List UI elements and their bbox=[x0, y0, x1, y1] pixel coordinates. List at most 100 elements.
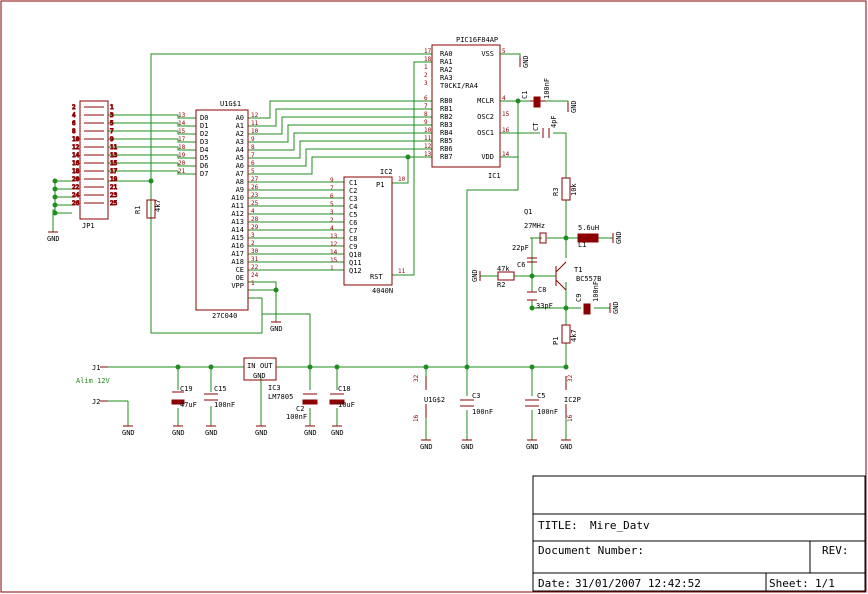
c18-value: 10uF bbox=[338, 401, 355, 409]
ic2-pin: C5 bbox=[349, 211, 357, 219]
ic1-pin-num: 16 bbox=[502, 127, 510, 134]
ic2-pin: C3 bbox=[349, 195, 357, 203]
power-connectors bbox=[100, 366, 108, 402]
ic2-pin-num: 3 bbox=[330, 209, 334, 216]
u1-addr-pin: A10 bbox=[231, 194, 244, 202]
jp1-pin-num: 11 bbox=[110, 144, 118, 151]
u1-pin-num: 31 bbox=[251, 256, 259, 263]
c15-name: C15 bbox=[214, 385, 227, 393]
gnd-label: GND bbox=[522, 55, 530, 68]
jp1-pin-num: 4 bbox=[72, 112, 76, 119]
u1-pin-num: 24 bbox=[251, 272, 259, 279]
c3-name: C3 bbox=[472, 392, 480, 400]
c6-value: 22pF bbox=[512, 244, 529, 252]
date-value: 31/01/2007 12:42:52 bbox=[575, 577, 701, 590]
title-block: TITLE: Mire_Datv Document Number: REV: D… bbox=[532, 475, 866, 592]
ic2-pin: C9 bbox=[349, 243, 357, 251]
ic1-rb-pin: RB2 bbox=[440, 113, 453, 121]
u1-pin-num: 10 bbox=[251, 128, 259, 135]
u1-part: 27C040 bbox=[212, 312, 237, 320]
gnd-label: GND bbox=[420, 443, 433, 451]
ic2-pin-num: 2 bbox=[330, 217, 334, 224]
u1g2-label: U1G$2 bbox=[424, 396, 445, 404]
rev-label: REV: bbox=[822, 544, 849, 557]
c2-name: C2 bbox=[296, 405, 304, 413]
c18-name: C18 bbox=[338, 385, 351, 393]
u1-pin-num: 5 bbox=[251, 168, 255, 175]
jp1-pin-num: 2 bbox=[72, 104, 76, 111]
jp1-pin-num: 3 bbox=[110, 112, 114, 119]
ic1-rb-pin: RB1 bbox=[440, 105, 453, 113]
gnd-label: GND bbox=[612, 301, 620, 314]
ic3-in: IN bbox=[247, 362, 255, 370]
u1-pin-num: 14 bbox=[178, 120, 186, 127]
r1-name: R1 bbox=[134, 206, 142, 214]
ic1-pin-num: 6 bbox=[424, 95, 428, 102]
c1-name: C1 bbox=[521, 91, 529, 99]
ic2-pin: C2 bbox=[349, 187, 357, 195]
u1-pin-num: 20 bbox=[178, 160, 186, 167]
junctions bbox=[52, 98, 569, 370]
ic1-pin-num: 9 bbox=[424, 119, 428, 126]
u1-addr-pin: A6 bbox=[236, 162, 244, 170]
q1-value: 27MHz bbox=[524, 222, 545, 230]
sheet-label: Sheet: bbox=[769, 577, 809, 590]
title-label: TITLE: bbox=[538, 519, 578, 532]
ic2-pin-num: 7 bbox=[330, 185, 334, 192]
ic1-pin-num: 1 bbox=[424, 64, 428, 71]
ic1-right-pin: OSC1 bbox=[477, 129, 494, 137]
c3-value: 100nF bbox=[472, 408, 493, 416]
u1-addr-pin: A16 bbox=[231, 242, 244, 250]
u1-pin-num: 4 bbox=[251, 208, 255, 215]
ic2-pin-num: 5 bbox=[330, 201, 334, 208]
ic1-right-pin: OSC2 bbox=[477, 113, 494, 121]
ic2p-pin-bot: 16 bbox=[567, 414, 574, 422]
jp1-pin-num: 26 bbox=[72, 200, 80, 207]
gnd-label: GND bbox=[461, 443, 474, 451]
t1-name: T1 bbox=[574, 266, 582, 274]
jp1-pin-num: 15 bbox=[110, 160, 118, 167]
component-labels: R1 4k7 C1 100nF CT 4pF R3 10k Q1 27MHz 5… bbox=[76, 78, 601, 422]
l1-name: L1 bbox=[578, 241, 586, 249]
ic1-pin-num: 14 bbox=[502, 151, 510, 158]
gnd-label: GND bbox=[205, 429, 218, 437]
ic2-pin-rst-num: 11 bbox=[398, 268, 406, 275]
u1-pin-num: 18 bbox=[178, 144, 186, 151]
ic2-pin: C8 bbox=[349, 235, 357, 243]
ic2-pin-num: 13 bbox=[330, 233, 338, 240]
ic3-name: IC3 bbox=[268, 384, 281, 392]
u1-pin-num: 6 bbox=[251, 160, 255, 167]
r1-value: 4k7 bbox=[154, 199, 162, 212]
u1-pin-num: 1 bbox=[251, 280, 255, 287]
gnd-label: GND bbox=[560, 443, 573, 451]
u1-pin-num: 8 bbox=[251, 144, 255, 151]
jp1-pin-num: 13 bbox=[110, 152, 118, 159]
u1-addr-pin: A2 bbox=[236, 130, 244, 138]
ic1-pin-num: 17 bbox=[424, 48, 432, 55]
gnd-label: GND bbox=[526, 443, 539, 451]
ic1-right-pin: MCLR bbox=[477, 97, 495, 105]
ic1-right-pin: VDD bbox=[481, 153, 494, 161]
gnd-label: GND bbox=[172, 429, 185, 437]
u1-addr-pin: A17 bbox=[231, 250, 244, 258]
jp1-pin-num: 21 bbox=[110, 184, 118, 191]
u1-pin-num: 23 bbox=[251, 192, 259, 199]
u1g2-pin-bot: 16 bbox=[413, 414, 420, 422]
wires bbox=[52, 53, 613, 440]
jp1-pin-num: 20 bbox=[72, 176, 80, 183]
u1-addr-pin: A18 bbox=[231, 258, 244, 266]
ic2-pin: C1 bbox=[349, 179, 357, 187]
jp1-pin-num: 5 bbox=[110, 120, 114, 127]
ic1-ra-pin: RA1 bbox=[440, 58, 453, 66]
u1-pin-num: 17 bbox=[178, 136, 186, 143]
ic1-part: PIC16F84AP bbox=[456, 36, 498, 44]
jp1-pin-num: 19 bbox=[110, 176, 118, 183]
jp1-pin-num: 6 bbox=[72, 120, 76, 127]
ic3-regulator: IN OUT GND IC3 LM7805 bbox=[243, 357, 293, 401]
ct-value: 4pF bbox=[550, 115, 558, 128]
u1-pin-num: 22 bbox=[251, 264, 259, 271]
date-label: Date: bbox=[538, 577, 571, 590]
gnd-label: GND bbox=[615, 231, 623, 244]
